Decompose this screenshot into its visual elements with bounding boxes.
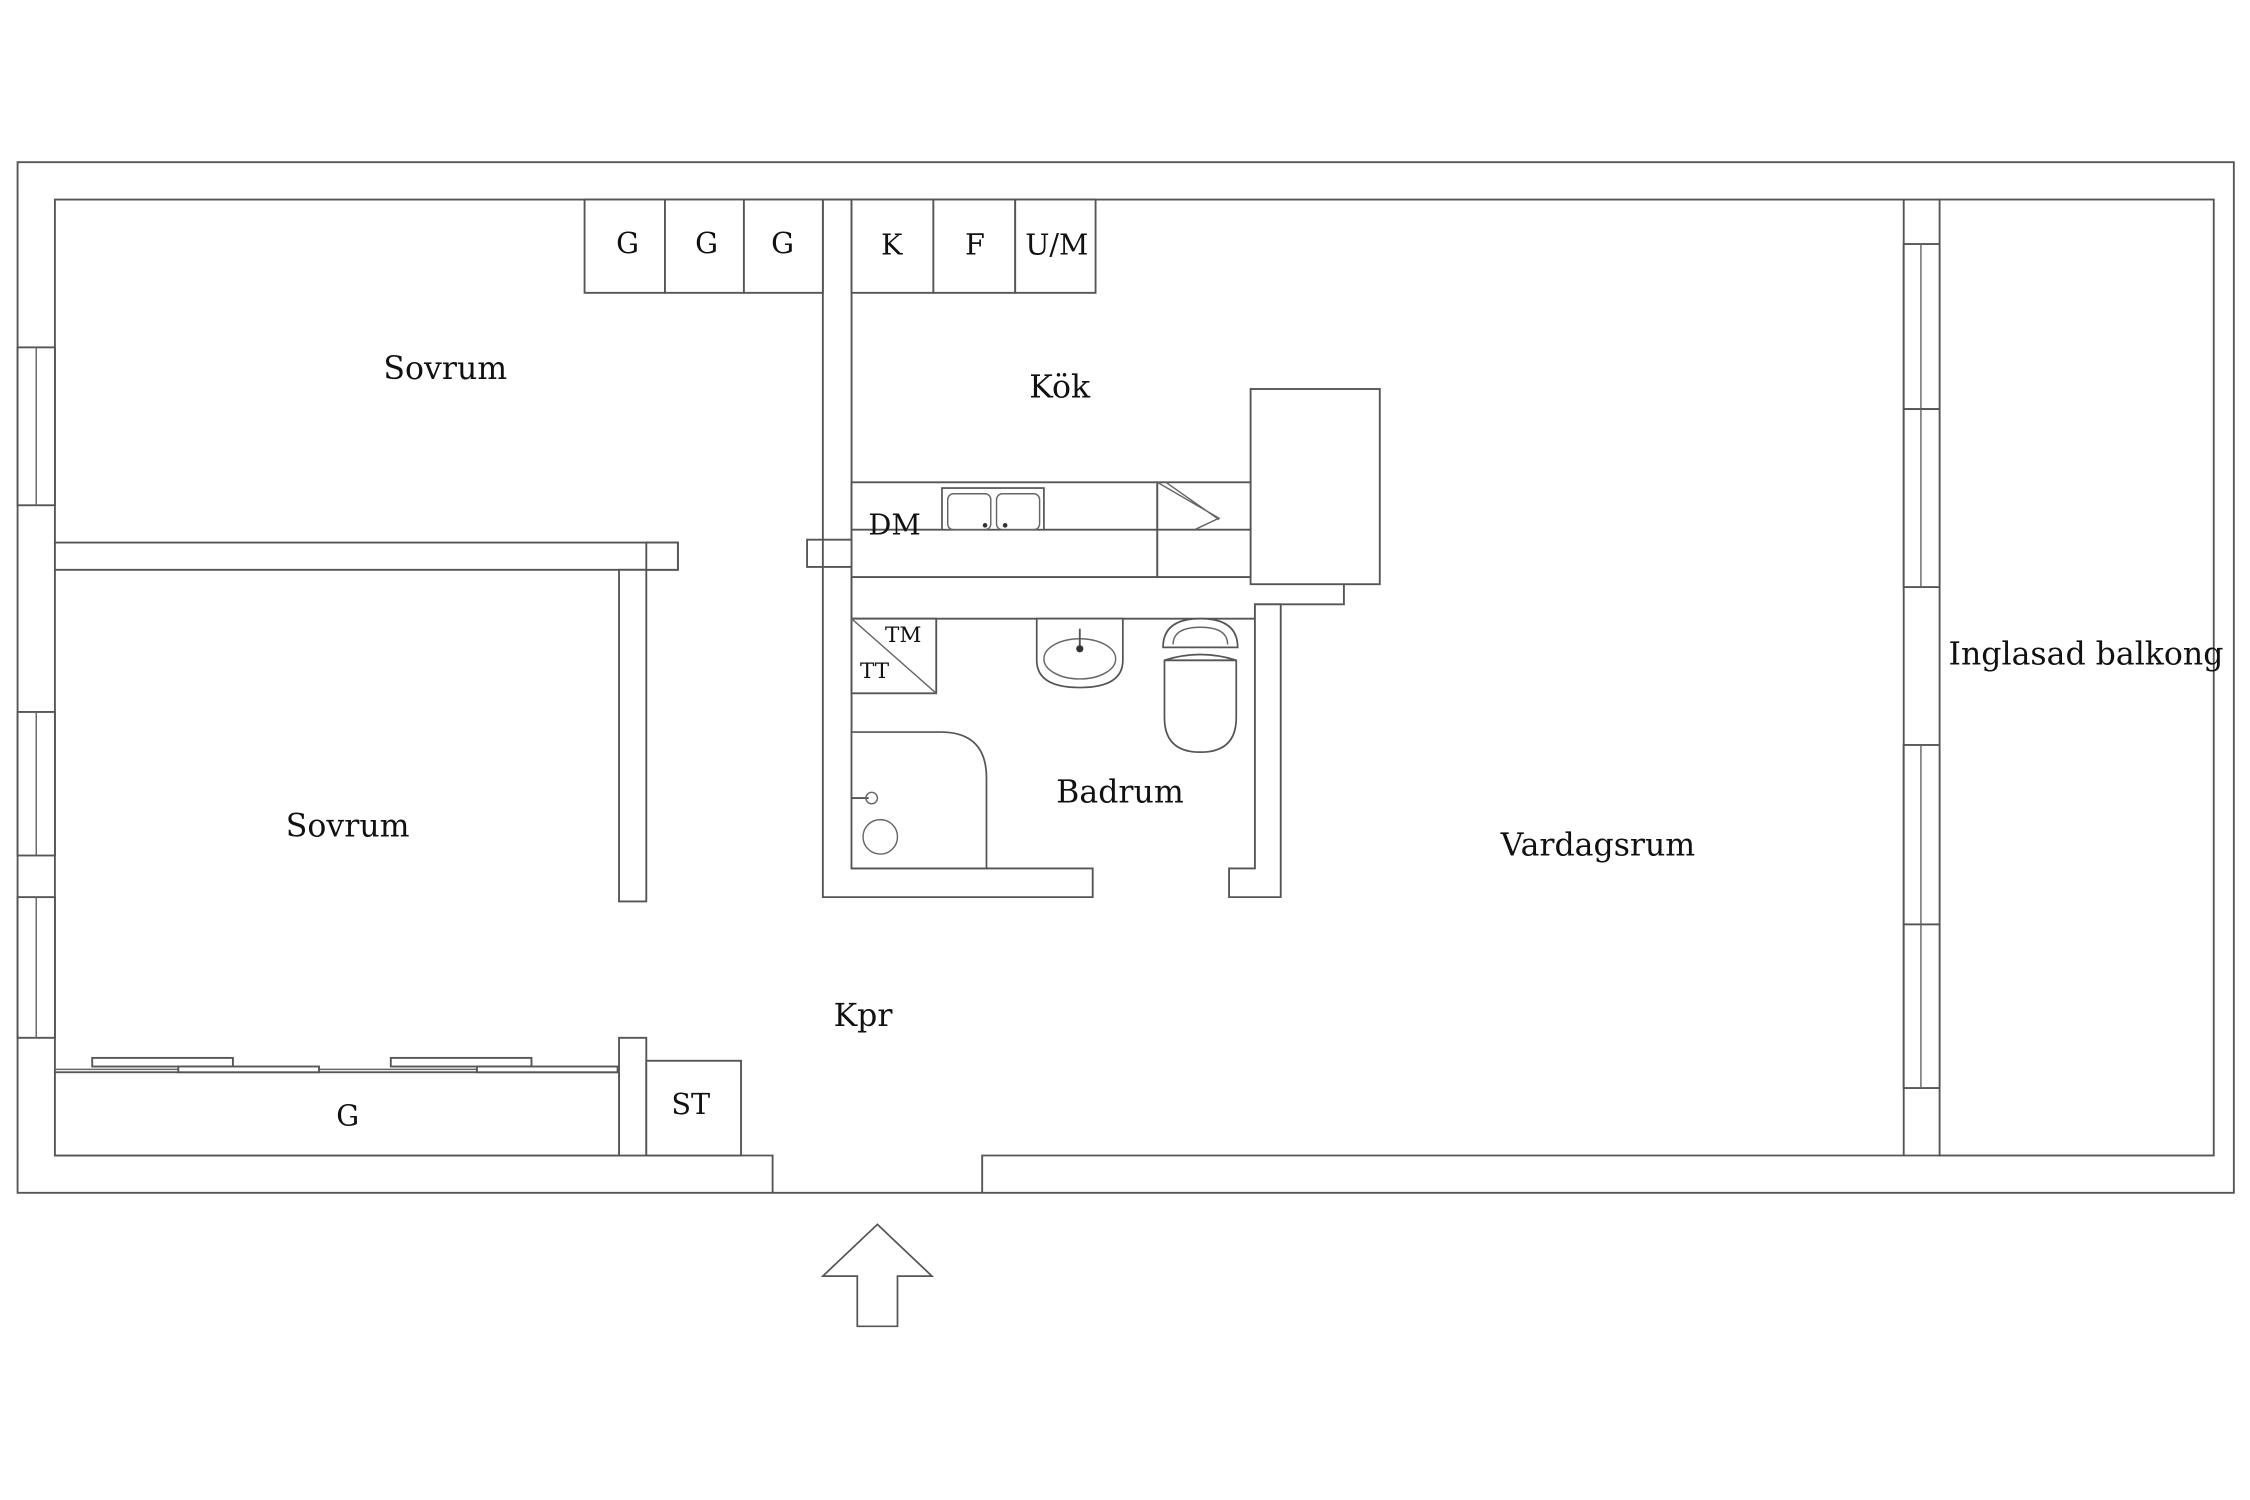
toilet-icon [1162, 617, 1239, 754]
bathroom-fixtures: TM TT [850, 617, 1239, 870]
shower-icon [850, 731, 988, 870]
kitchen-appliances: K F U/M [850, 198, 1097, 294]
wardrobes-top: G G G [583, 198, 824, 294]
room-label-badrum: Badrum [1056, 774, 1184, 810]
room-label-balkong: Inglasad balkong [1949, 636, 2224, 672]
wardrobe-label: G [771, 226, 794, 260]
freezer-label: F [965, 227, 985, 261]
room-label-kok: Kök [1029, 369, 1091, 405]
room-label-kpr: Kpr [834, 998, 894, 1034]
bottom-storage: G ST [53, 1056, 742, 1157]
dryer-label: TT [860, 659, 890, 684]
dishwasher-label: DM [868, 507, 920, 541]
wardrobe-label: G [695, 226, 718, 260]
kitchen-counter: DM [850, 388, 1381, 586]
room-labels: Sovrum Sovrum Kök Badrum Vardagsrum Kpr … [286, 351, 2224, 1034]
entrance-arrow-icon [820, 1223, 935, 1328]
storage-label: ST [671, 1087, 710, 1121]
room-label-vardagsrum: Vardagsrum [1500, 827, 1696, 863]
left-windows [16, 346, 56, 1039]
balcony-windows [1902, 243, 1941, 1089]
washer-label: TM [885, 623, 921, 648]
fridge-label: K [881, 227, 903, 261]
oven-label: U/M [1025, 227, 1088, 261]
interior-walls [53, 198, 1345, 1157]
outer-walls [16, 161, 2235, 1194]
room-label-sovrum: Sovrum [383, 351, 507, 387]
washbasin-icon [1035, 617, 1124, 689]
sink-icon [941, 487, 1045, 531]
room-label-sovrum: Sovrum [286, 809, 410, 845]
wardrobe-label: G [616, 226, 639, 260]
wardrobe-label: G [336, 1099, 359, 1133]
